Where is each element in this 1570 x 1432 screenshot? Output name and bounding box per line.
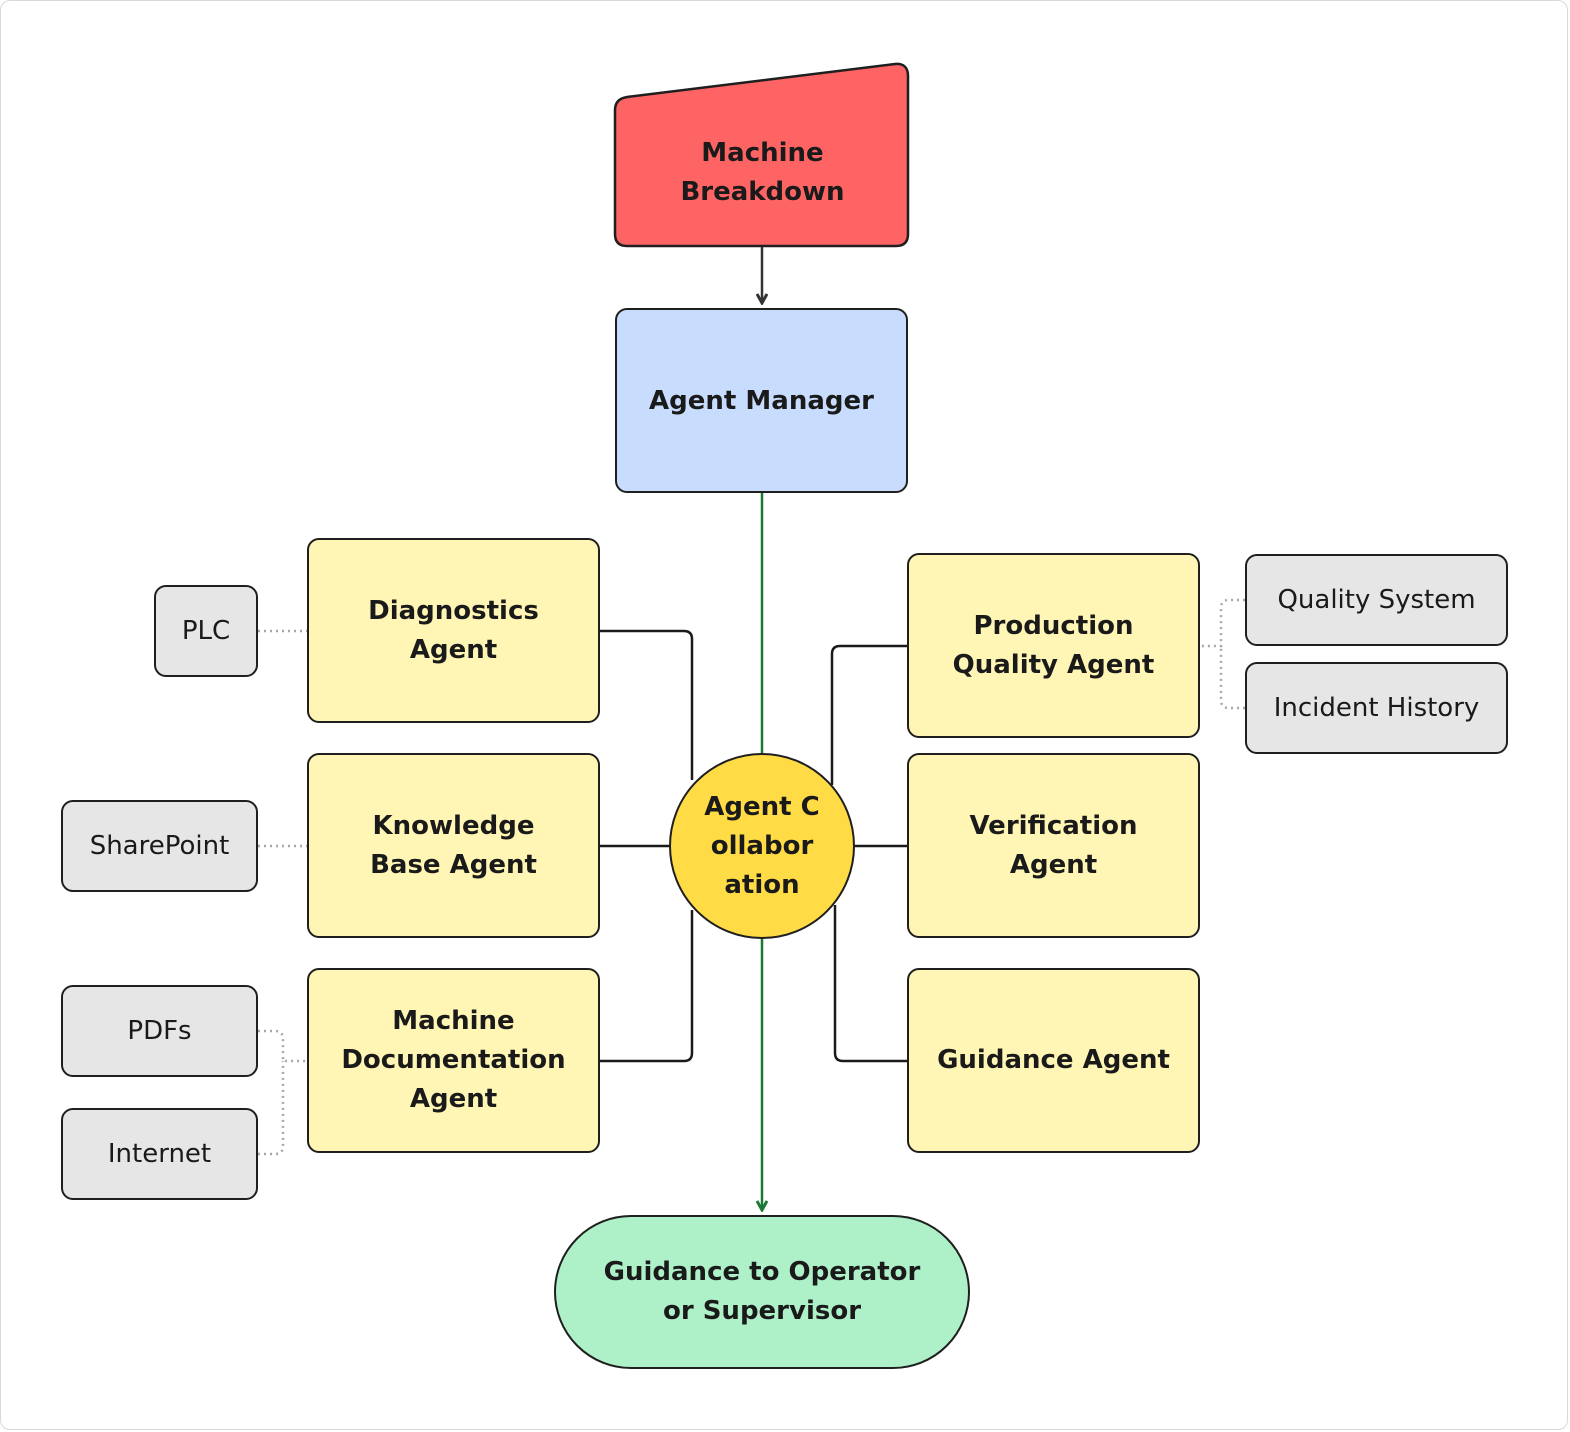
sharepoint-source-label: SharePoint [89,831,230,861]
internet-source-node: Internet [61,1108,258,1200]
machine-breakdown-node: Machine Breakdown [640,110,885,235]
edge-documentation-to-hub [600,910,694,1063]
edge-diagnostics-to-hub [600,629,694,780]
diagnostics-agent-node: Diagnostics Agent [307,538,600,723]
sharepoint-source-node: SharePoint [61,800,258,892]
incident-history-source-node: Incident History [1245,662,1508,754]
diagnostics-agent-label: Diagnostics Agent [368,595,539,665]
edge-production-quality-to-hub [830,644,907,785]
edge-guidance-to-hub [833,905,907,1063]
pdfs-source-node: PDFs [61,985,258,1077]
machine-breakdown-label: Machine Breakdown [680,137,845,207]
agent-collaboration-label: Agent Collaboration [704,791,820,900]
edge-quality-system-to-production [1200,598,1245,648]
production-quality-agent-node: Production Quality Agent [907,553,1200,738]
edge-pdfs-to-documentation [258,1029,307,1063]
knowledge-base-agent-label: Knowledge Base Agent [370,810,537,880]
edge-incident-history-to-production [1219,646,1245,710]
production-quality-agent-label: Production Quality Agent [952,610,1155,680]
edge-internet-to-documentation [258,1061,285,1156]
internet-source-label: Internet [107,1139,212,1169]
verification-agent-label: Verification Agent [969,810,1138,880]
quality-system-source-label: Quality System [1277,585,1476,615]
incident-history-source-label: Incident History [1273,693,1480,723]
machine-breakdown-shape [613,62,910,248]
pdfs-source-label: PDFs [127,1016,192,1046]
quality-system-source-node: Quality System [1245,554,1508,646]
guidance-agent-node: Guidance Agent [907,968,1200,1153]
agent-manager-label: Agent Manager [649,385,874,416]
plc-source-label: PLC [181,616,231,646]
plc-source-node: PLC [154,585,258,677]
verification-agent-node: Verification Agent [907,753,1200,938]
machine-documentation-agent-node: Machine Documentation Agent [307,968,600,1153]
agent-collaboration-hub: Agent Collaboration [669,753,855,939]
agent-manager-node: Agent Manager [615,308,908,493]
guidance-agent-label: Guidance Agent [937,1045,1170,1075]
guidance-output-node: Guidance to Operator or Supervisor [554,1215,970,1369]
machine-documentation-agent-label: Machine Documentation Agent [341,1006,566,1114]
guidance-output-label: Guidance to Operator or Supervisor [603,1257,921,1326]
knowledge-base-agent-node: Knowledge Base Agent [307,753,600,938]
